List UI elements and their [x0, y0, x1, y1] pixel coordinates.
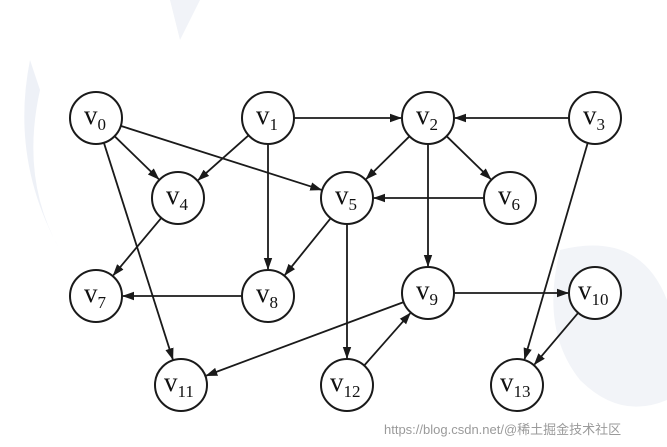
node-label-v3: v3 — [583, 100, 605, 134]
edge-v10-to-v13 — [533, 312, 579, 366]
node-circle-v12 — [320, 358, 374, 412]
node-v10: v10 — [568, 266, 622, 320]
node-circle-v10 — [568, 266, 622, 320]
node-v9: v9 — [401, 266, 455, 320]
node-label-sub-v6: 6 — [512, 195, 521, 214]
node-v1: v1 — [241, 91, 295, 145]
node-label-sub-v12: 12 — [344, 382, 361, 401]
node-circle-v9 — [401, 266, 455, 320]
node-label-sub-v9: 9 — [430, 290, 439, 309]
node-label-main-v7: v — [84, 278, 98, 308]
node-circle-v7 — [69, 269, 123, 323]
node-label-sub-v3: 3 — [597, 115, 606, 134]
node-label-sub-v8: 8 — [270, 293, 279, 312]
node-label-sub-v2: 2 — [430, 115, 439, 134]
node-label-v7: v7 — [84, 278, 107, 312]
node-label-main-v13: v — [500, 367, 514, 397]
node-label-main-v9: v — [416, 275, 430, 305]
node-label-v8: v8 — [256, 278, 278, 312]
edge-v1-to-v4 — [197, 134, 250, 181]
node-label-sub-v7: 7 — [98, 293, 107, 312]
edge-v5-to-v8 — [284, 217, 332, 276]
node-circle-v1 — [241, 91, 295, 145]
node-label-sub-v11: 11 — [178, 382, 194, 401]
node-label-sub-v4: 4 — [180, 195, 189, 214]
edge-v12-to-v9 — [363, 312, 411, 367]
node-label-v13: v13 — [500, 367, 531, 401]
edges-layer — [103, 113, 589, 377]
node-label-main-v3: v — [583, 100, 597, 130]
node-label-v11: v11 — [164, 367, 194, 401]
node-label-sub-v10: 10 — [592, 290, 609, 309]
node-label-main-v11: v — [164, 367, 178, 397]
node-circle-v5 — [320, 171, 374, 225]
node-circle-v4 — [151, 171, 205, 225]
node-label-v6: v6 — [498, 180, 520, 214]
edge-v0-to-v11 — [103, 142, 174, 361]
node-v12: v12 — [320, 358, 374, 412]
node-circle-v2 — [401, 91, 455, 145]
node-label-main-v0: v — [84, 100, 98, 130]
node-label-sub-v13: 13 — [514, 382, 531, 401]
node-label-v9: v9 — [416, 275, 438, 309]
node-v5: v5 — [320, 171, 374, 225]
watermark-text: https://blog.csdn.net/@稀土掘金技术社区 — [384, 422, 621, 437]
node-v0: v0 — [69, 91, 123, 145]
node-label-v1: v1 — [256, 100, 278, 134]
node-circle-v8 — [241, 269, 295, 323]
node-label-main-v1: v — [256, 100, 270, 130]
edge-v2-to-v6 — [445, 135, 492, 180]
edge-v9-to-v11 — [205, 301, 404, 377]
node-label-v10: v10 — [578, 275, 609, 309]
edge-v3-to-v13 — [523, 142, 589, 361]
edge-v4-to-v7 — [112, 217, 162, 277]
node-label-sub-v0: 0 — [98, 115, 107, 134]
node-label-main-v2: v — [416, 100, 430, 130]
node-label-main-v4: v — [166, 180, 180, 210]
node-circle-v6 — [483, 171, 537, 225]
node-circle-v0 — [69, 91, 123, 145]
node-label-main-v10: v — [578, 275, 592, 305]
node-label-main-v12: v — [330, 367, 344, 397]
edge-v0-to-v5 — [120, 125, 323, 191]
node-circle-v3 — [568, 91, 622, 145]
node-circle-v11 — [154, 358, 208, 412]
node-v3: v3 — [568, 91, 622, 145]
node-circle-v13 — [490, 358, 544, 412]
node-v11: v11 — [154, 358, 208, 412]
node-label-sub-v5: 5 — [349, 195, 358, 214]
node-v6: v6 — [483, 171, 537, 225]
node-v13: v13 — [490, 358, 544, 412]
node-label-v0: v0 — [84, 100, 106, 134]
node-label-v5: v5 — [335, 180, 357, 214]
node-v4: v4 — [151, 171, 205, 225]
node-label-main-v6: v — [498, 180, 512, 210]
node-label-main-v5: v — [335, 180, 349, 210]
node-label-v4: v4 — [166, 180, 189, 214]
edge-v0-to-v4 — [113, 135, 160, 180]
node-v2: v2 — [401, 91, 455, 145]
node-label-main-v8: v — [256, 278, 270, 308]
node-label-sub-v1: 1 — [270, 115, 279, 134]
node-label-v2: v2 — [416, 100, 438, 134]
edge-v2-to-v5 — [365, 135, 411, 180]
node-v8: v8 — [241, 269, 295, 323]
node-label-v12: v12 — [330, 367, 361, 401]
node-v7: v7 — [69, 269, 123, 323]
